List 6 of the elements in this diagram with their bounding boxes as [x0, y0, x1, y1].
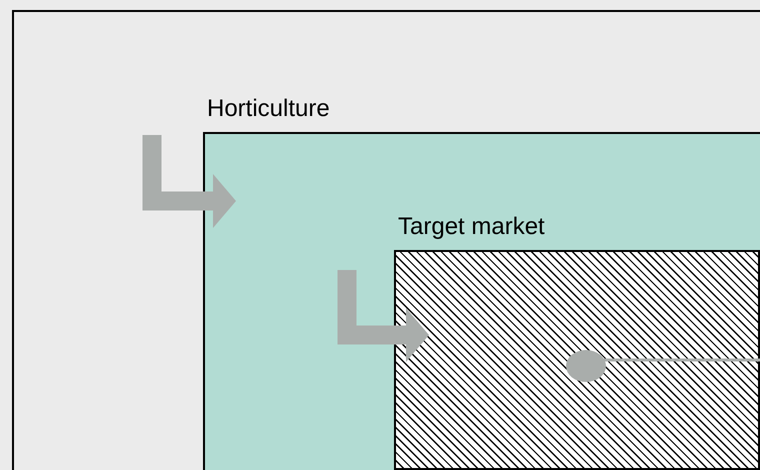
panel-heading: Target market — [398, 212, 545, 242]
dot-marker — [566, 350, 606, 382]
panel-heading: Horticulture — [207, 94, 330, 124]
bent-arrow — [142, 135, 236, 228]
bent-arrow — [338, 270, 429, 362]
outer-panel — [12, 10, 760, 470]
